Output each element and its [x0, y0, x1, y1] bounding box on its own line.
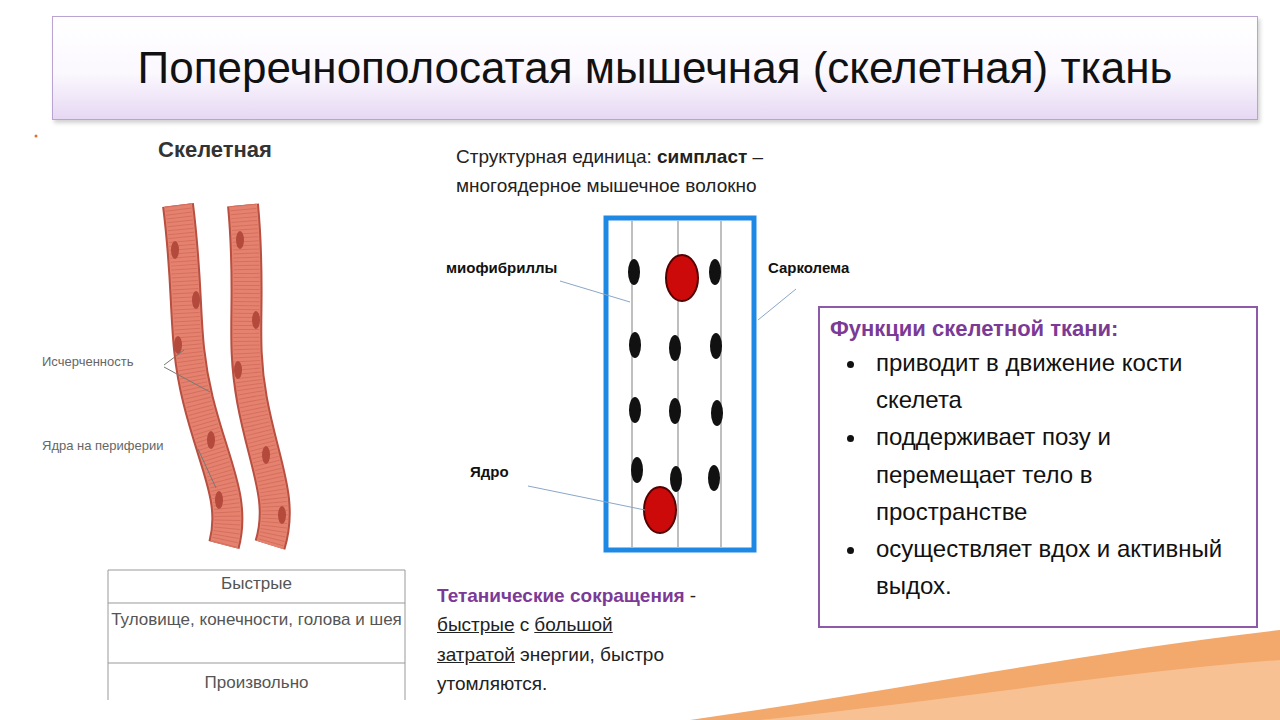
leader-lines	[164, 350, 216, 488]
part-label: Ядро	[470, 462, 509, 482]
table-cell: Туловище, конечности, голова и шея	[110, 609, 403, 631]
bullet-item: поддерживает позу и перемещает тело в пр…	[868, 418, 1246, 530]
structural-unit-term: симпласт	[657, 146, 747, 167]
note-heading: Тетанические сокращения	[437, 585, 685, 606]
bullet-item: осуществляет вдох и активный выдох.	[868, 530, 1246, 604]
note-text: быстрые	[437, 614, 515, 635]
title-banner: Поперечнополосатая мышечная (скелетная) …	[52, 16, 1258, 120]
structural-unit-text: Структурная единица:	[456, 146, 652, 167]
symplast-scheme	[606, 218, 754, 550]
leader-lines	[528, 281, 796, 510]
text-run: Структурная единица:симпласт– многоядерн…	[456, 142, 841, 201]
part-label: миофибриллы	[446, 258, 557, 278]
table-lines	[108, 570, 405, 700]
bullet-list: приводит в движение кости скелетаподдерж…	[830, 344, 1246, 604]
part-label: Исчерченность	[42, 354, 133, 371]
part-label: Сарколема	[768, 258, 849, 278]
table-cell: Произвольно	[110, 672, 403, 694]
functions-box: Функции скелетной ткани:приводит в движе…	[818, 306, 1258, 628]
decor-swoosh	[760, 660, 1280, 720]
text-run: Тетанические сокращения-быстрыесбольшой …	[437, 581, 745, 699]
muscle-fibers	[171, 205, 286, 545]
bullet-item: приводит в движение кости скелета	[868, 344, 1246, 418]
figure-heading: Скелетная	[158, 136, 272, 165]
box-heading: Функции скелетной ткани:	[830, 316, 1246, 342]
table-cell: Быстрые	[110, 573, 403, 595]
decor-swoosh	[690, 630, 1280, 720]
note-text: с	[520, 614, 530, 635]
title: Поперечнополосатая мышечная (скелетная) …	[138, 43, 1173, 93]
part-label: Ядра на периферии	[42, 438, 164, 455]
note-text: -	[690, 585, 696, 606]
decor-dot	[35, 135, 38, 138]
